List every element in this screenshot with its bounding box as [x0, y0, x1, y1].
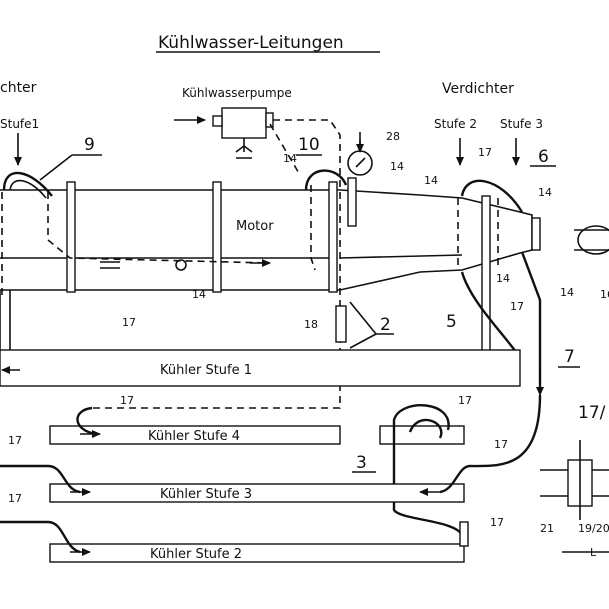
label-17-stage4: 17 — [120, 394, 134, 407]
cooler-stage-2 — [49, 543, 465, 563]
label-28: 28 — [386, 130, 400, 143]
label-21: 21 — [540, 522, 554, 535]
flange-3 — [328, 181, 338, 293]
flange-2 — [212, 181, 222, 293]
label-stufe3: Stufe 3 — [500, 117, 543, 131]
flange-4 — [481, 195, 491, 357]
label-verdichter-left: chter — [0, 80, 37, 96]
label-14-a: 14 — [424, 174, 438, 187]
label-5: 5 — [446, 312, 457, 332]
pipe-3 — [392, 404, 464, 536]
pipe-6 — [460, 179, 524, 213]
cooler-stage-3 — [49, 483, 465, 503]
pipe-5 — [460, 271, 517, 353]
label-dim-L: L — [590, 546, 597, 559]
label-6: 6 — [538, 147, 549, 167]
shaft-end — [531, 217, 541, 251]
cooler-stage-3-label: Kühler Stufe 3 — [160, 487, 252, 502]
label-17-stage3: 17 — [8, 434, 22, 447]
label-2: 2 — [380, 315, 391, 335]
label-14-thermo: 14 — [390, 160, 404, 173]
diagram-title: Kühlwasser-Leitungen — [158, 33, 344, 53]
label-verdichter-right: Verdichter — [442, 81, 514, 97]
cooler-stage-2-label: Kühler Stufe 2 — [150, 547, 242, 562]
pipe-9-inner — [9, 179, 47, 199]
sight-glass-14 — [175, 259, 187, 271]
label-17-right-a: 17 — [458, 394, 472, 407]
label-3: 3 — [356, 453, 367, 473]
compressor-housing — [0, 189, 533, 291]
pump-outlet-port — [265, 112, 274, 128]
pipe-3-return — [408, 418, 443, 439]
pipe-9 — [2, 171, 53, 197]
label-17-pipe5: 17 — [510, 300, 524, 313]
label-17-right-b: 17 — [494, 438, 508, 451]
label-17-stage1: 17 — [122, 316, 136, 329]
label-stufe2: Stufe 2 — [434, 117, 477, 131]
label-14-pipe10: 14 — [283, 152, 297, 165]
label-14-b: 14 — [538, 186, 552, 199]
label-1920: 19/20 — [578, 522, 609, 535]
pump-outlet-line — [90, 119, 341, 409]
label-9: 9 — [84, 135, 95, 155]
pipe-10 — [304, 169, 348, 191]
valve-17-stage2 — [459, 521, 469, 547]
pipe-7-to-stage3 — [439, 394, 542, 494]
cooling-water-pump — [221, 107, 267, 139]
label-2-leader — [349, 301, 377, 335]
label-14-c: 14 — [496, 272, 510, 285]
cooler-stage-4 — [49, 425, 341, 445]
label-17slash: 17/ — [578, 403, 606, 423]
valve-18 — [335, 305, 347, 343]
label-9-leader — [39, 154, 73, 181]
cooler-stage-4-label: Kühler Stufe 4 — [148, 429, 240, 444]
label-17-right-c: 17 — [490, 516, 504, 529]
label-stufe1: Stufe1 — [0, 117, 39, 131]
label-10: 10 — [298, 135, 320, 155]
label-pumpe: Kühlwasserpumpe — [182, 86, 292, 100]
shaft-detail — [577, 225, 609, 255]
label-14-motor: 14 — [192, 288, 206, 301]
internal-cooling-loop-right — [310, 185, 316, 271]
label-16: 16 — [600, 288, 609, 301]
housing-midline-right — [339, 254, 463, 259]
cooler-right-top — [379, 425, 465, 445]
thermometer-pocket — [347, 177, 357, 227]
pump-to-motor-line — [269, 123, 301, 176]
pipe-stage-2-inlet — [0, 520, 81, 554]
label-14-d: 14 — [560, 286, 574, 299]
cooler-stage-1-label: Kühler Stufe 1 — [160, 363, 252, 378]
pipe-stage-3-inlet — [0, 464, 81, 494]
cooler-stage-1 — [0, 349, 521, 387]
pipe-7 — [520, 251, 542, 390]
label-17-stage2: 17 — [8, 492, 22, 505]
label-18: 18 — [304, 318, 318, 331]
pump-inlet-port — [212, 115, 223, 127]
label-7: 7 — [564, 347, 575, 367]
label-17-top: 17 — [478, 146, 492, 159]
fitting-17-motor — [100, 261, 120, 269]
label-motor: Motor — [236, 219, 274, 234]
pump-stand-base — [235, 145, 253, 159]
pipe-stage-4-inlet — [76, 406, 97, 436]
internal-cooling-loop-left — [1, 192, 271, 300]
thermometer-needle — [355, 157, 366, 168]
flange-1 — [66, 181, 76, 293]
stage2-dashed-loop — [457, 198, 499, 270]
label-2-leader-b — [349, 333, 377, 349]
